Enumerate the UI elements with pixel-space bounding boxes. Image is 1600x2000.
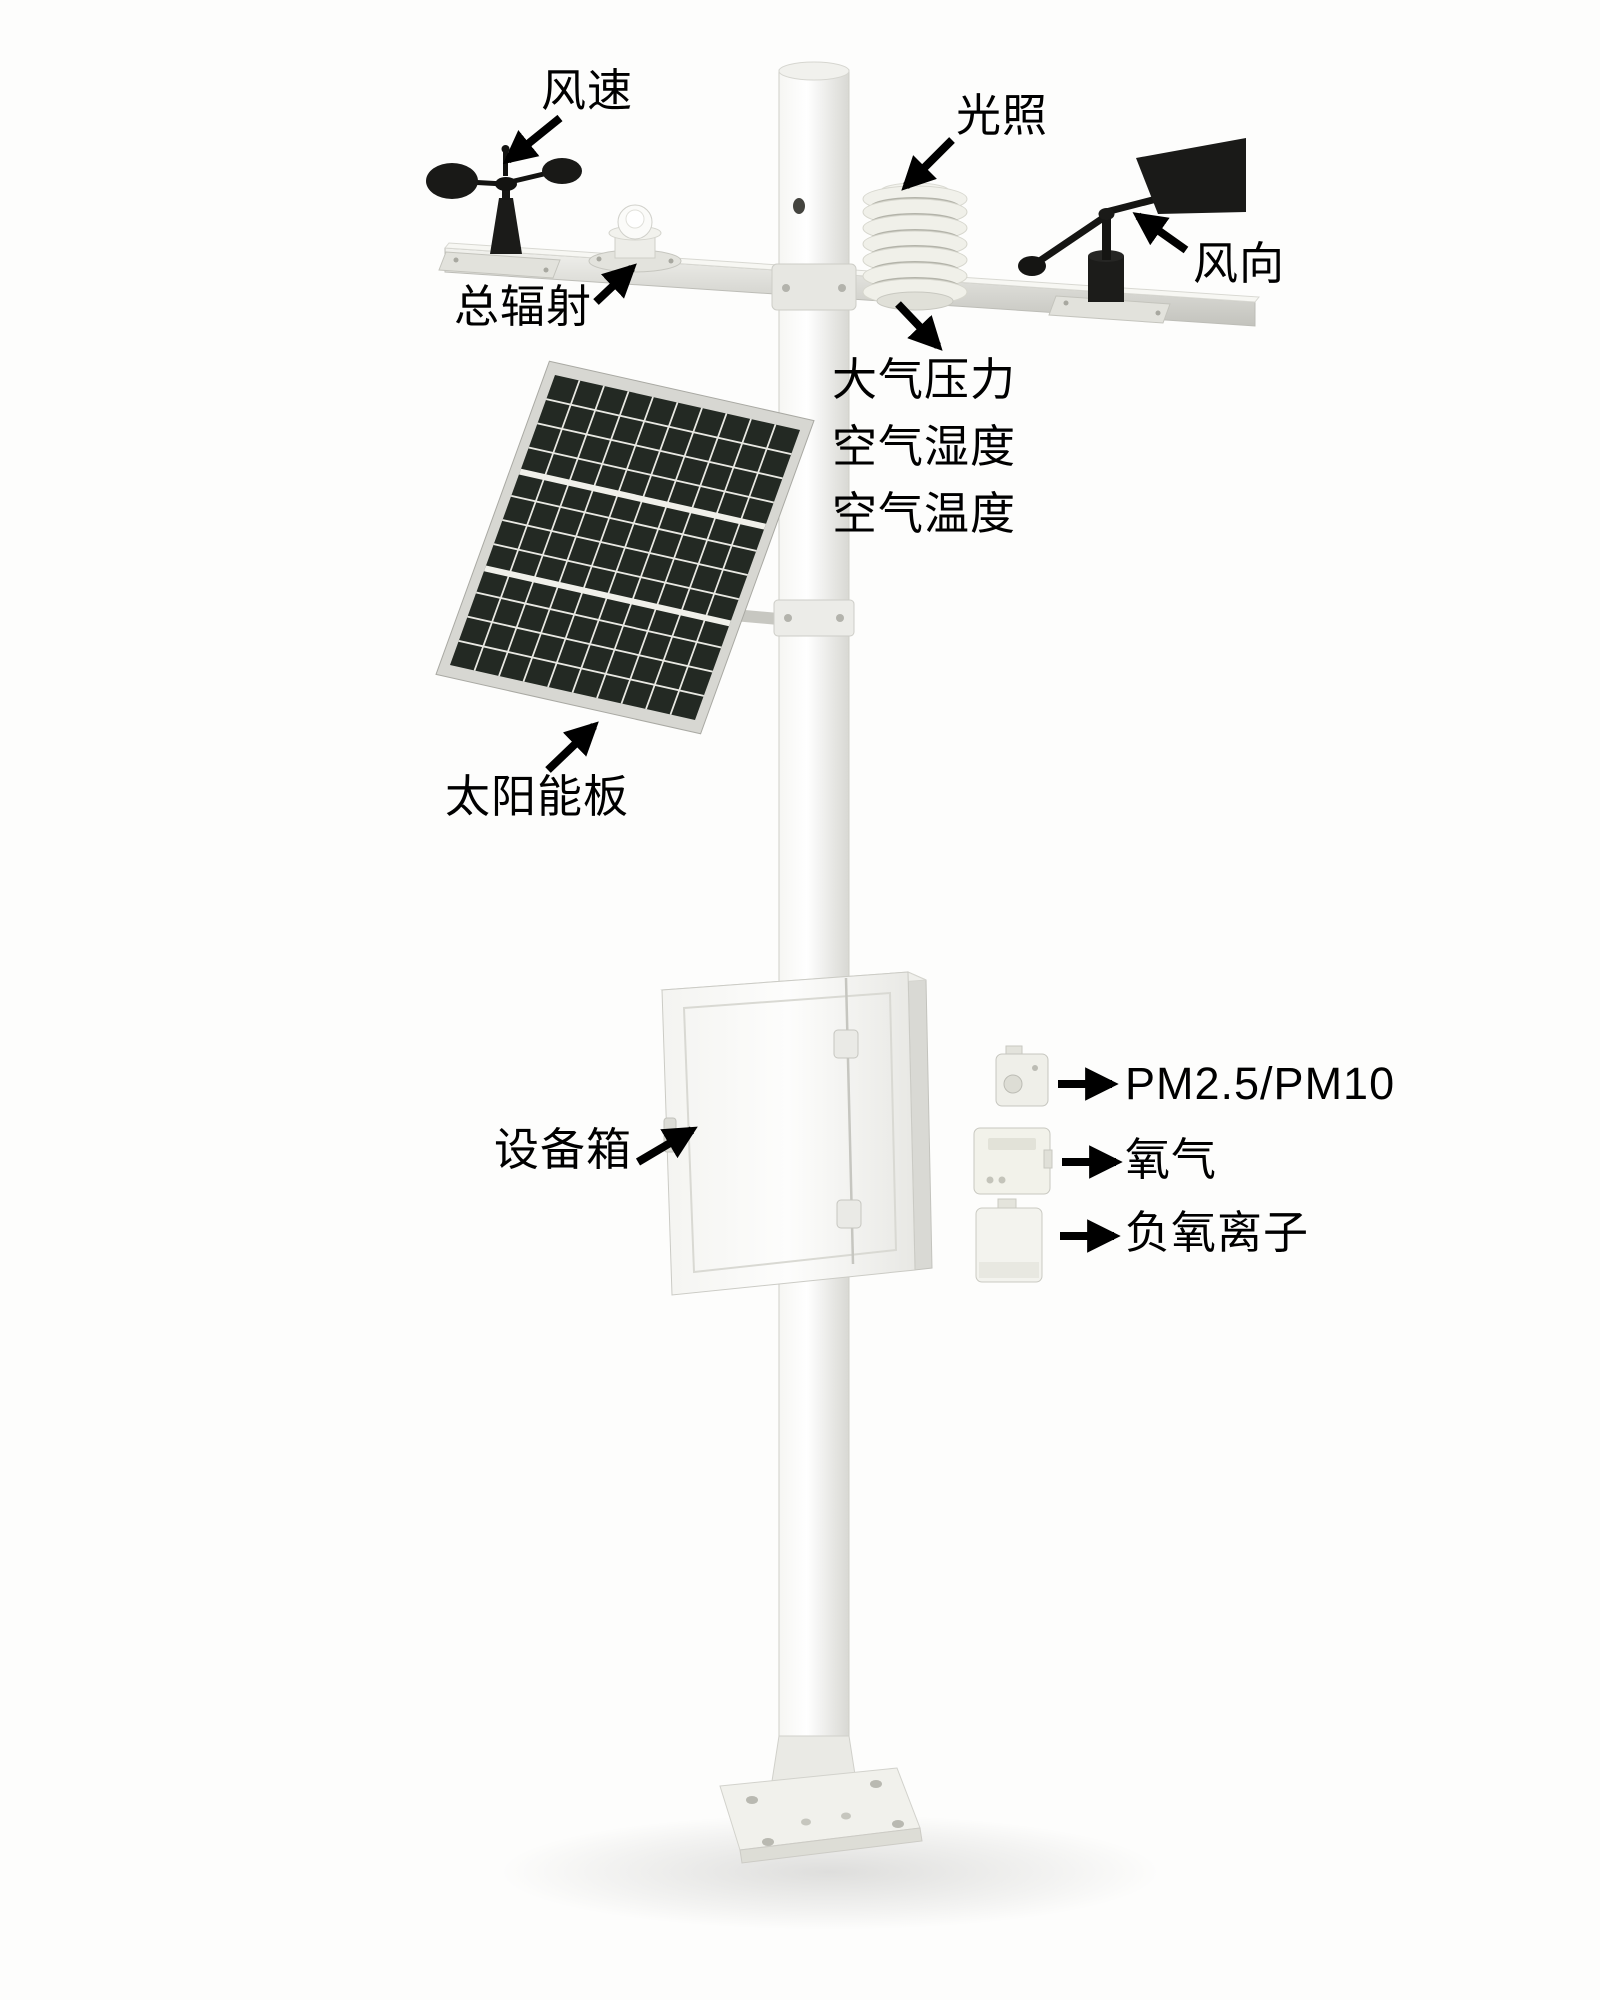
label-air-temperature: 空气温度 <box>832 488 1017 539</box>
arrow-atmosphere <box>895 301 943 351</box>
oxygen-sensor <box>973 1127 1053 1195</box>
pole-base <box>719 1735 923 1864</box>
box-hinge <box>836 1199 862 1229</box>
label-negative-oxygen-ion: 负氧离子 <box>1125 1207 1310 1258</box>
label-wind-direction: 风向 <box>1193 238 1286 289</box>
arrow-equipment-box <box>635 1126 698 1166</box>
solar-panel <box>436 361 814 734</box>
equipment-box <box>660 971 933 1296</box>
negative-oxygen-ion-sensor <box>975 1198 1043 1283</box>
arrow-illumination <box>901 137 955 191</box>
label-equipment-box: 设备箱 <box>494 1124 633 1175</box>
wind-speed-sensor <box>426 145 582 279</box>
anemometer-cup <box>426 163 478 199</box>
arrow-total-radiation <box>593 263 637 305</box>
label-oxygen: 氧气 <box>1125 1134 1218 1185</box>
pole <box>771 61 857 1783</box>
arrow-wind-direction <box>1132 212 1189 254</box>
label-air-pressure: 大气压力 <box>832 354 1017 405</box>
wind-direction-sensor <box>1018 138 1246 324</box>
radiation-shield <box>862 182 968 311</box>
label-total-radiation: 总辐射 <box>454 281 593 332</box>
ground-shadow <box>500 1814 1160 1930</box>
annotation-arrows <box>502 114 1189 1253</box>
vane-fin <box>1136 138 1246 214</box>
label-air-humidity: 空气湿度 <box>832 421 1017 472</box>
label-wind-speed: 风速 <box>540 65 634 116</box>
label-atmosphere-group: 大气压力 空气湿度 空气温度 <box>832 346 1016 547</box>
arrow-solar-panel <box>545 721 599 773</box>
total-radiation-sensor <box>588 204 682 273</box>
label-solar-panel: 太阳能板 <box>445 771 630 822</box>
anemometer-cup <box>542 158 582 184</box>
label-illumination: 光照 <box>955 90 1049 141</box>
arrow-wind-speed <box>502 114 563 165</box>
pm-sensor <box>995 1045 1049 1107</box>
box-hinge <box>833 1029 859 1059</box>
label-pm: PM2.5/PM10 <box>1125 1058 1396 1109</box>
vane-counterweight <box>1018 256 1046 276</box>
pole-cable-hole <box>793 198 805 214</box>
crossarm-clamp <box>771 263 857 311</box>
